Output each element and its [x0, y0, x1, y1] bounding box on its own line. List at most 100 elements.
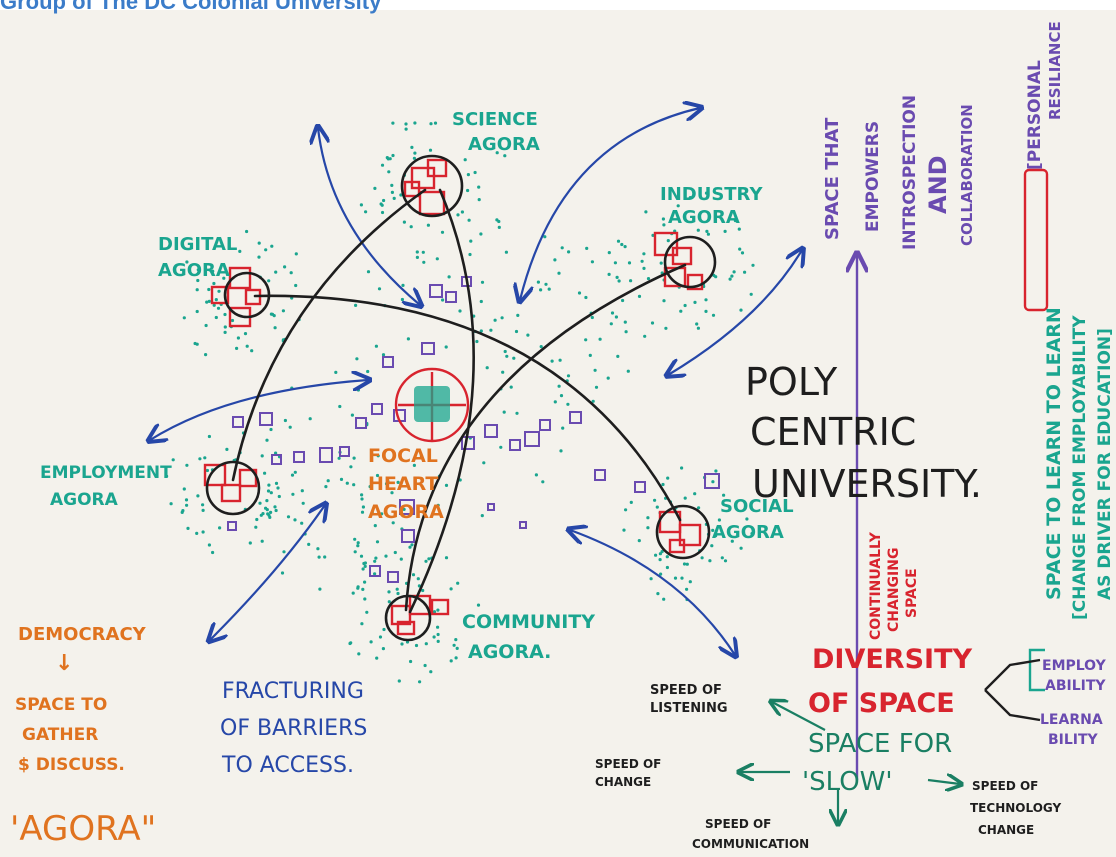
- teal-dot: [500, 316, 504, 320]
- teal-dot: [415, 250, 419, 254]
- teal-dot: [436, 625, 440, 629]
- teal-dot: [381, 353, 386, 357]
- teal-dot: [203, 456, 207, 460]
- teal-dot: [473, 170, 477, 175]
- teal-dot: [350, 413, 354, 417]
- teal-dot: [223, 325, 227, 329]
- teal-dot: [356, 585, 360, 589]
- collaboration-label: COLLABORATION: [958, 104, 976, 246]
- teal-dot: [410, 145, 414, 149]
- teal-dot: [452, 643, 456, 647]
- teal-dot: [337, 456, 341, 460]
- teal-dot: [402, 507, 406, 511]
- teal-dot: [440, 230, 445, 234]
- teal-dot: [649, 577, 653, 581]
- democracy-label: DEMOCRACY: [18, 624, 147, 645]
- teal-dot: [658, 552, 663, 556]
- gather-label: GATHER: [22, 725, 98, 745]
- teal-dot: [723, 229, 727, 233]
- teal-dot: [680, 576, 684, 580]
- teal-dot: [360, 510, 365, 514]
- teal-dot: [662, 597, 666, 601]
- teal-dot: [411, 573, 416, 577]
- teal-dot: [214, 298, 218, 302]
- teal-dot: [469, 239, 473, 243]
- teal-dot: [222, 276, 226, 280]
- teal-dot: [695, 322, 699, 326]
- teal-dot: [382, 198, 386, 203]
- teal-dot: [436, 608, 440, 612]
- teal-dot: [201, 503, 205, 507]
- teal-dot: [541, 480, 545, 484]
- teal-dot: [427, 557, 431, 561]
- teal-dot: [467, 218, 471, 222]
- teal-dot: [392, 196, 396, 200]
- teal-dot: [386, 479, 390, 483]
- teal-dot: [644, 210, 648, 214]
- teal-dot: [685, 587, 689, 591]
- teal-dot: [357, 652, 361, 656]
- dotted-fields: [165, 121, 755, 684]
- teal-dot: [375, 656, 379, 660]
- resiliance-label: RESILIANCE: [1046, 21, 1064, 120]
- teal-dot: [281, 309, 285, 313]
- teal-dot: [196, 494, 200, 498]
- teal-dot: [661, 217, 666, 221]
- teal-dot: [455, 646, 459, 651]
- teal-dot: [205, 468, 209, 473]
- teal-dot: [683, 303, 687, 308]
- teal-dot: [349, 465, 353, 469]
- teal-dot: [217, 289, 221, 293]
- teal-dot: [255, 517, 259, 522]
- teal-dot: [504, 250, 508, 254]
- teal-dot: [534, 473, 539, 477]
- teal-dot: [263, 471, 267, 475]
- teal-dot: [356, 544, 360, 548]
- teal-dot: [547, 287, 551, 291]
- teal-dot: [293, 470, 297, 474]
- teal-dot: [266, 489, 271, 493]
- teal-dot: [265, 499, 269, 503]
- teal-dot: [406, 337, 410, 341]
- teal-dot: [195, 309, 199, 314]
- teal-dot: [468, 252, 472, 257]
- teal-dot: [267, 279, 271, 283]
- teal-dot: [373, 186, 377, 190]
- teal-dot: [577, 291, 582, 295]
- teal-dot: [201, 530, 205, 534]
- teal-dot: [646, 516, 650, 520]
- ability-label: ABILITY: [1045, 678, 1106, 694]
- teal-dot: [269, 312, 273, 316]
- teal-dot: [553, 258, 557, 262]
- teal-dot: [326, 479, 330, 483]
- teal-dot: [211, 269, 215, 273]
- bility-label: BILITY: [1048, 732, 1099, 748]
- teal-dot: [664, 326, 668, 330]
- teal-dot: [479, 329, 483, 333]
- teal-dot: [429, 670, 433, 674]
- teal-dot: [662, 299, 666, 303]
- teal-dot: [185, 463, 189, 467]
- teal-dot: [236, 336, 240, 340]
- teal-dot: [429, 122, 433, 126]
- teal-dot: [353, 537, 357, 541]
- teal-dot: [376, 454, 380, 458]
- teal-dot: [362, 561, 366, 566]
- teal-dot: [413, 151, 417, 155]
- teal-dot: [616, 239, 621, 243]
- teal-dot: [223, 312, 227, 317]
- teal-dot: [265, 438, 269, 442]
- teal-dot: [482, 461, 486, 465]
- teal-dot: [650, 321, 655, 325]
- teal-dot: [289, 271, 293, 275]
- teal-dot: [274, 270, 278, 274]
- teal-dot: [456, 213, 460, 217]
- teal-dot: [740, 251, 745, 255]
- teal-dot: [273, 326, 277, 330]
- teal-dot: [345, 481, 349, 485]
- teal-dot: [369, 640, 373, 644]
